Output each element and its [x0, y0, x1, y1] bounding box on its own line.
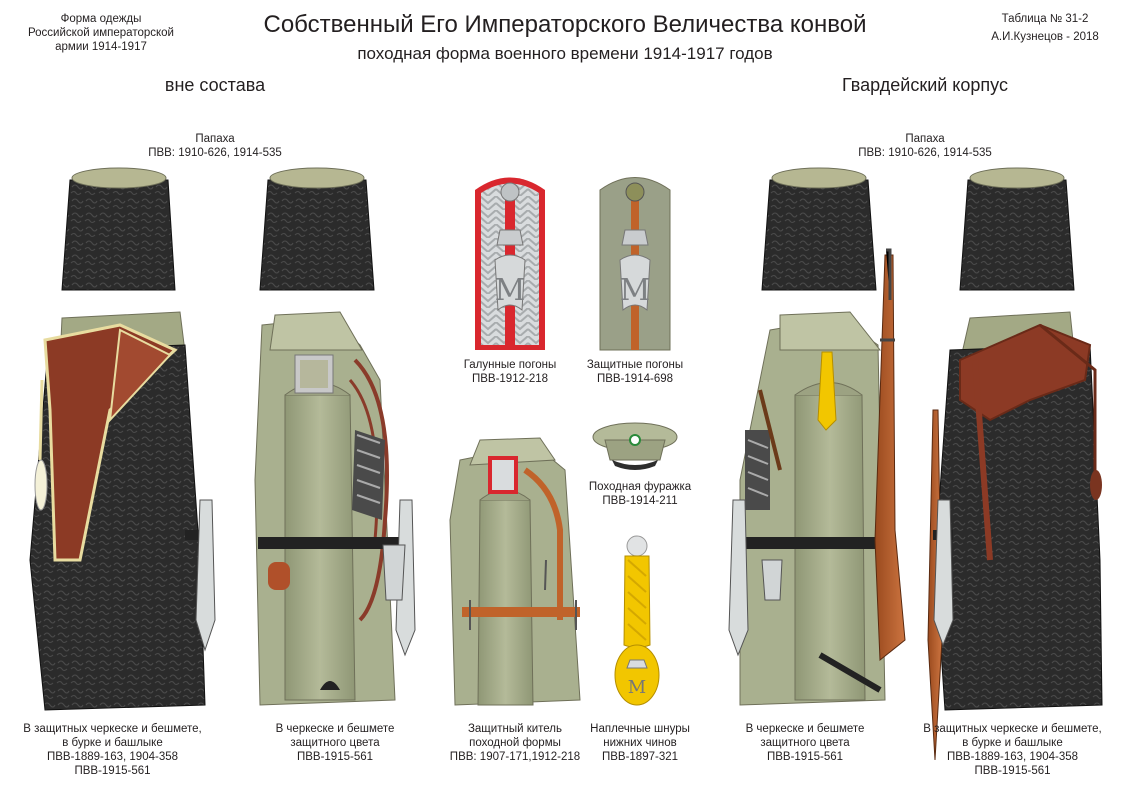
- caption-line: Защитный китель: [467, 723, 563, 735]
- figure-1-burka: [29, 311, 216, 711]
- caption-line: в бурке и башлыке: [62, 737, 163, 750]
- item-name: Галунные погоны: [463, 359, 557, 371]
- header-right-note: Таблица № 31-2 А.И.Кузнецов - 2018: [960, 12, 1130, 44]
- caption-line: В черкеске и бешмете: [275, 723, 395, 735]
- papakha-label-code: ПВВ: 1910-626, 1914-535: [148, 147, 282, 160]
- papakha-label-name: Папаха: [195, 133, 235, 145]
- caption-line: ПВВ-1889-163, 1904-358: [46, 751, 179, 764]
- caption-line: защитного цвета: [760, 737, 850, 750]
- papakha-label-right: Папаха ПВВ: 1910-626, 1914-535: [830, 132, 1020, 160]
- caption-line: В защитных черкеске и бешмете,: [23, 723, 202, 735]
- papakha-label-code: ПВВ: 1910-626, 1914-535: [858, 147, 992, 160]
- figure-3-caption: Защитный китель походной формы ПВВ: 1907…: [440, 722, 590, 764]
- header-left-note: Форма одежды Российской императорской ар…: [6, 12, 196, 54]
- caption-line: ПВВ: 1907-171,1912-218: [449, 751, 581, 764]
- caption-line: ПВВ-1897-321: [601, 751, 679, 764]
- field-cap-label: Походная фуражка ПВВ-1914-211: [580, 480, 700, 508]
- item-code: ПВВ-1914-211: [602, 495, 678, 508]
- figure-6-caption: В защитных черкеске и бешмете, в бурке и…: [905, 722, 1120, 778]
- caption-line: Наплечные шнуры: [590, 723, 690, 735]
- caption-line: ПВВ-1915-561: [766, 751, 844, 764]
- caption-line: защитного цвета: [290, 737, 380, 750]
- figure-5-cherkeska: [728, 248, 906, 706]
- author-line: А.И.Кузнецов - 2018: [991, 31, 1099, 44]
- item-code: ПВВ-1914-698: [596, 373, 674, 386]
- caption-line: ПВВ-1915-561: [296, 751, 374, 764]
- caption-line: В защитных черкеске и бешмете,: [923, 723, 1102, 735]
- page-subtitle: походная форма военного времени 1914-191…: [357, 44, 773, 63]
- galloon-shoulder-board: M: [475, 177, 545, 350]
- galloon-shoulder-boards-label: Галунные погоны ПВВ-1912-218: [455, 358, 565, 386]
- svg-text:M: M: [495, 273, 526, 308]
- figure-3-tunic: [449, 437, 581, 706]
- papakha-1: [61, 167, 176, 291]
- caption-line: нижних чинов: [603, 737, 677, 750]
- caption-line: ПВВ-1915-561: [974, 765, 1051, 778]
- figure-4-caption: Наплечные шнуры нижних чинов ПВВ-1897-32…: [585, 722, 695, 764]
- page-title: Собственный Его Императорского Величеств…: [263, 11, 867, 38]
- figure-2-cherkeska: [254, 311, 416, 706]
- shoulder-cords: M: [614, 535, 660, 706]
- svg-text:M: M: [620, 273, 651, 308]
- figure-5-caption: В черкеске и бешмете защитного цвета ПВВ…: [725, 722, 885, 764]
- figure-1-caption: В защитных черкеске и бешмете, в бурке и…: [10, 722, 215, 778]
- papakha-label-name: Папаха: [905, 133, 945, 145]
- papakha-6: [959, 167, 1075, 291]
- field-cap: [592, 422, 678, 470]
- papakha-label-left: Папаха ПВВ: 1910-626, 1914-535: [120, 132, 310, 160]
- header-left-line: армии 1914-1917: [55, 41, 147, 54]
- table-number: Таблица № 31-2: [1001, 13, 1089, 25]
- papakha-5: [761, 167, 877, 291]
- item-code: ПВВ-1912-218: [471, 373, 549, 386]
- item-name: Походная фуражка: [588, 481, 692, 493]
- item-name: Защитные погоны: [586, 359, 684, 371]
- protective-shoulder-board: M: [599, 177, 671, 351]
- figure-6-burka: [927, 311, 1103, 761]
- caption-line: В черкеске и бешмете: [745, 723, 865, 735]
- figure-2-caption: В черкеске и бешмете защитного цвета ПВВ…: [255, 722, 415, 764]
- header-left-line: Форма одежды: [60, 13, 142, 25]
- caption-line: в бурке и башлыке: [962, 737, 1063, 750]
- caption-line: ПВВ-1889-163, 1904-358: [946, 751, 1079, 764]
- section-right-title: Гвардейский корпус: [842, 75, 1008, 95]
- protective-shoulder-boards-label: Защитные погоны ПВВ-1914-698: [580, 358, 690, 386]
- svg-text:M: M: [628, 677, 646, 698]
- header-left-line: Российской императорской: [28, 27, 174, 40]
- section-left-title: вне состава: [164, 75, 266, 95]
- caption-line: ПВВ-1915-561: [74, 765, 151, 778]
- caption-line: походной формы: [469, 737, 561, 750]
- papakha-2: [259, 167, 375, 291]
